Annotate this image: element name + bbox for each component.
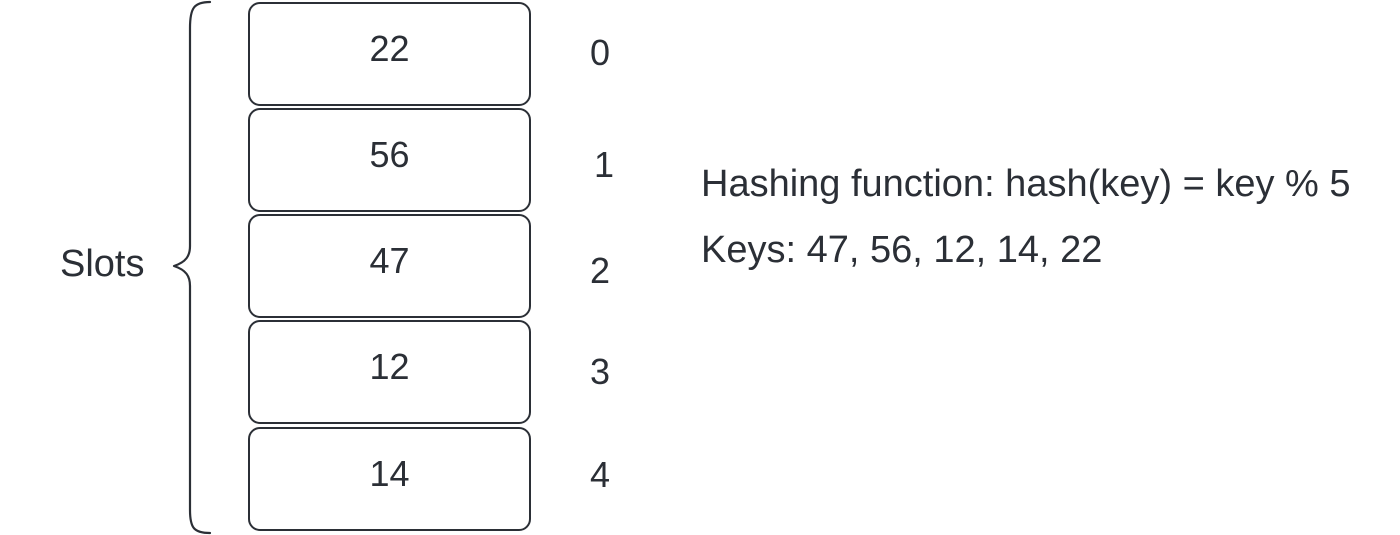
slot-index-0: 0 (589, 32, 611, 73)
curly-brace-icon (172, 0, 212, 535)
slot-value-0: 22 (369, 28, 410, 69)
slot-index-3: 3 (589, 351, 611, 392)
hash-function-text: Hashing function: hash(key) = key % 5 (701, 163, 1351, 205)
slot-value-1: 56 (369, 134, 410, 175)
slot-box-3: 12 (248, 320, 531, 424)
slot-box-4: 14 (248, 427, 531, 531)
slot-box-0: 22 (248, 2, 531, 106)
slot-value-2: 47 (369, 240, 410, 281)
keys-text: Keys: 47, 56, 12, 14, 22 (701, 229, 1103, 271)
slots-label: Slots (60, 243, 145, 285)
slot-box-1: 56 (248, 108, 531, 212)
slot-value-3: 12 (369, 346, 410, 387)
slot-index-2: 2 (589, 250, 611, 291)
slot-index-1: 1 (593, 144, 615, 185)
slot-value-4: 14 (369, 453, 410, 494)
slot-index-4: 4 (589, 454, 611, 495)
slot-box-2: 47 (248, 214, 531, 318)
